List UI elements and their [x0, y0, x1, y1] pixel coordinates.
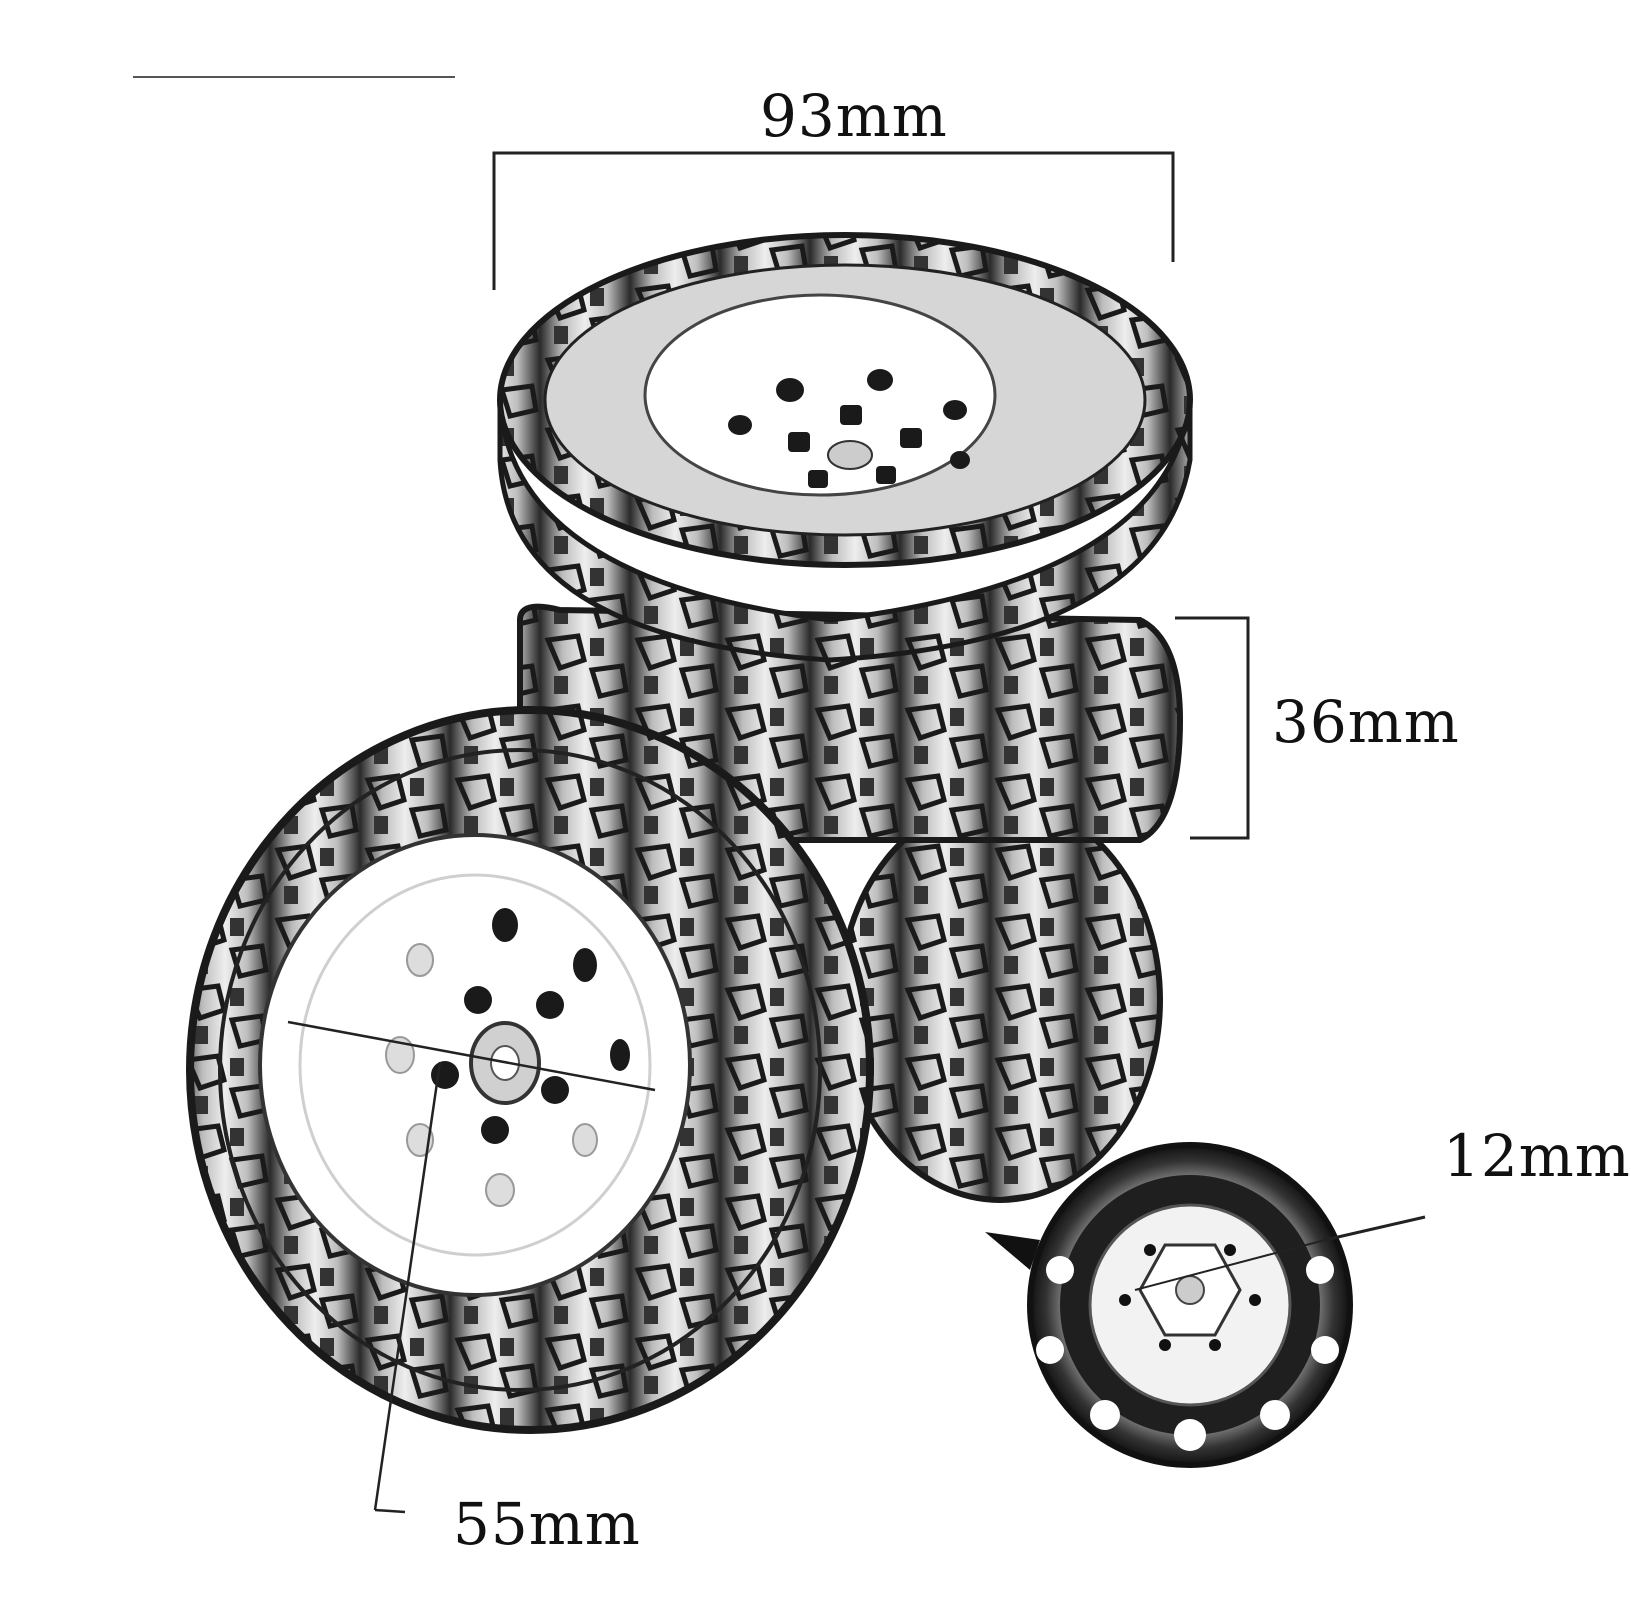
front-tire [186, 706, 874, 1434]
overall-width-label: 93mm [760, 82, 948, 150]
dimension-lines [287, 151, 1426, 1514]
hex-leader [1324, 1215, 1426, 1242]
hub-detail-inset [985, 1142, 1353, 1468]
width-bracket [492, 151, 1175, 290]
height-bracket [1175, 616, 1250, 840]
tire-width-label: 36mm [1272, 688, 1460, 756]
rim-diameter-label: 55mm [453, 1490, 641, 1558]
product-dimension-diagram: 93mm 36mm 12mm 55mm [133, 76, 1630, 1558]
diagram-canvas [133, 76, 1426, 1514]
tire-icon [837, 797, 1163, 1203]
tire-icon [497, 232, 1193, 663]
hex-adapter-label: 12mm [1443, 1122, 1631, 1190]
wheel-rim-icon [643, 293, 997, 497]
rim-diameter-line [287, 1020, 656, 1092]
